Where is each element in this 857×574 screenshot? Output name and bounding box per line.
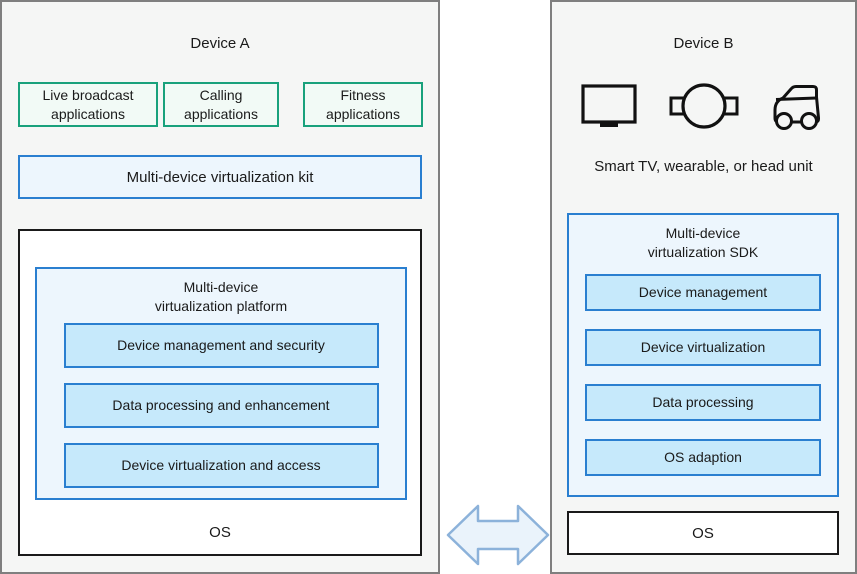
module-device-management: Device management — [585, 273, 821, 311]
smart-tv-icon — [580, 83, 638, 129]
platform-modules: Device management and security Data proc… — [37, 322, 405, 488]
module-device-management-security: Device management and security — [63, 322, 379, 368]
device-b-os-label: OS — [692, 524, 714, 542]
sdk-modules: Device management Device virtualization … — [569, 273, 837, 476]
virtualization-platform-box: Multi-device virtualization platform Dev… — [35, 267, 407, 500]
platform-title-line-2: virtualization platform — [154, 297, 288, 314]
device-a-title: Device A — [190, 35, 250, 52]
wearable-icon — [668, 81, 740, 131]
device-b-title: Device B — [673, 35, 734, 52]
head-unit-icon — [770, 81, 828, 131]
device-b-caption: Smart TV, wearable, or head unit — [594, 158, 813, 175]
module-os-adaption: OS adaption — [585, 438, 821, 476]
platform-title-line-1: Multi-device — [183, 279, 259, 295]
device-a-os-container: Multi-device virtualization platform Dev… — [18, 229, 422, 556]
virtualization-kit-box: Multi-device virtualization kit — [18, 155, 422, 199]
app-box-calling: Calling applications — [163, 82, 279, 127]
device-a-apps-row: Live broadcast applications Calling appl… — [18, 82, 428, 127]
device-b-panel: Device B — [550, 0, 857, 574]
device-a-panel: Device A Live broadcast applications Cal… — [0, 0, 440, 574]
module-device-virtualization-access: Device virtualization and access — [63, 442, 379, 488]
module-data-processing-enhancement: Data processing and enhancement — [63, 382, 379, 428]
device-b-icons-row — [552, 78, 855, 134]
bidirectional-arrow-icon — [446, 504, 550, 566]
sdk-title-line-2: virtualization SDK — [647, 243, 759, 260]
virtualization-sdk-box: Multi-device virtualization SDK Device m… — [567, 213, 839, 497]
app-box-live-broadcast: Live broadcast applications — [18, 82, 158, 127]
platform-title: Multi-device virtualization platform — [37, 278, 405, 316]
device-b-os-box: OS — [567, 511, 839, 555]
sdk-title: Multi-device virtualization SDK — [569, 224, 837, 262]
sdk-title-line-1: Multi-device — [665, 225, 741, 241]
device-a-os-label: OS — [209, 524, 231, 541]
module-data-processing: Data processing — [585, 383, 821, 421]
module-device-virtualization: Device virtualization — [585, 328, 821, 366]
app-box-fitness: Fitness applications — [303, 82, 423, 127]
